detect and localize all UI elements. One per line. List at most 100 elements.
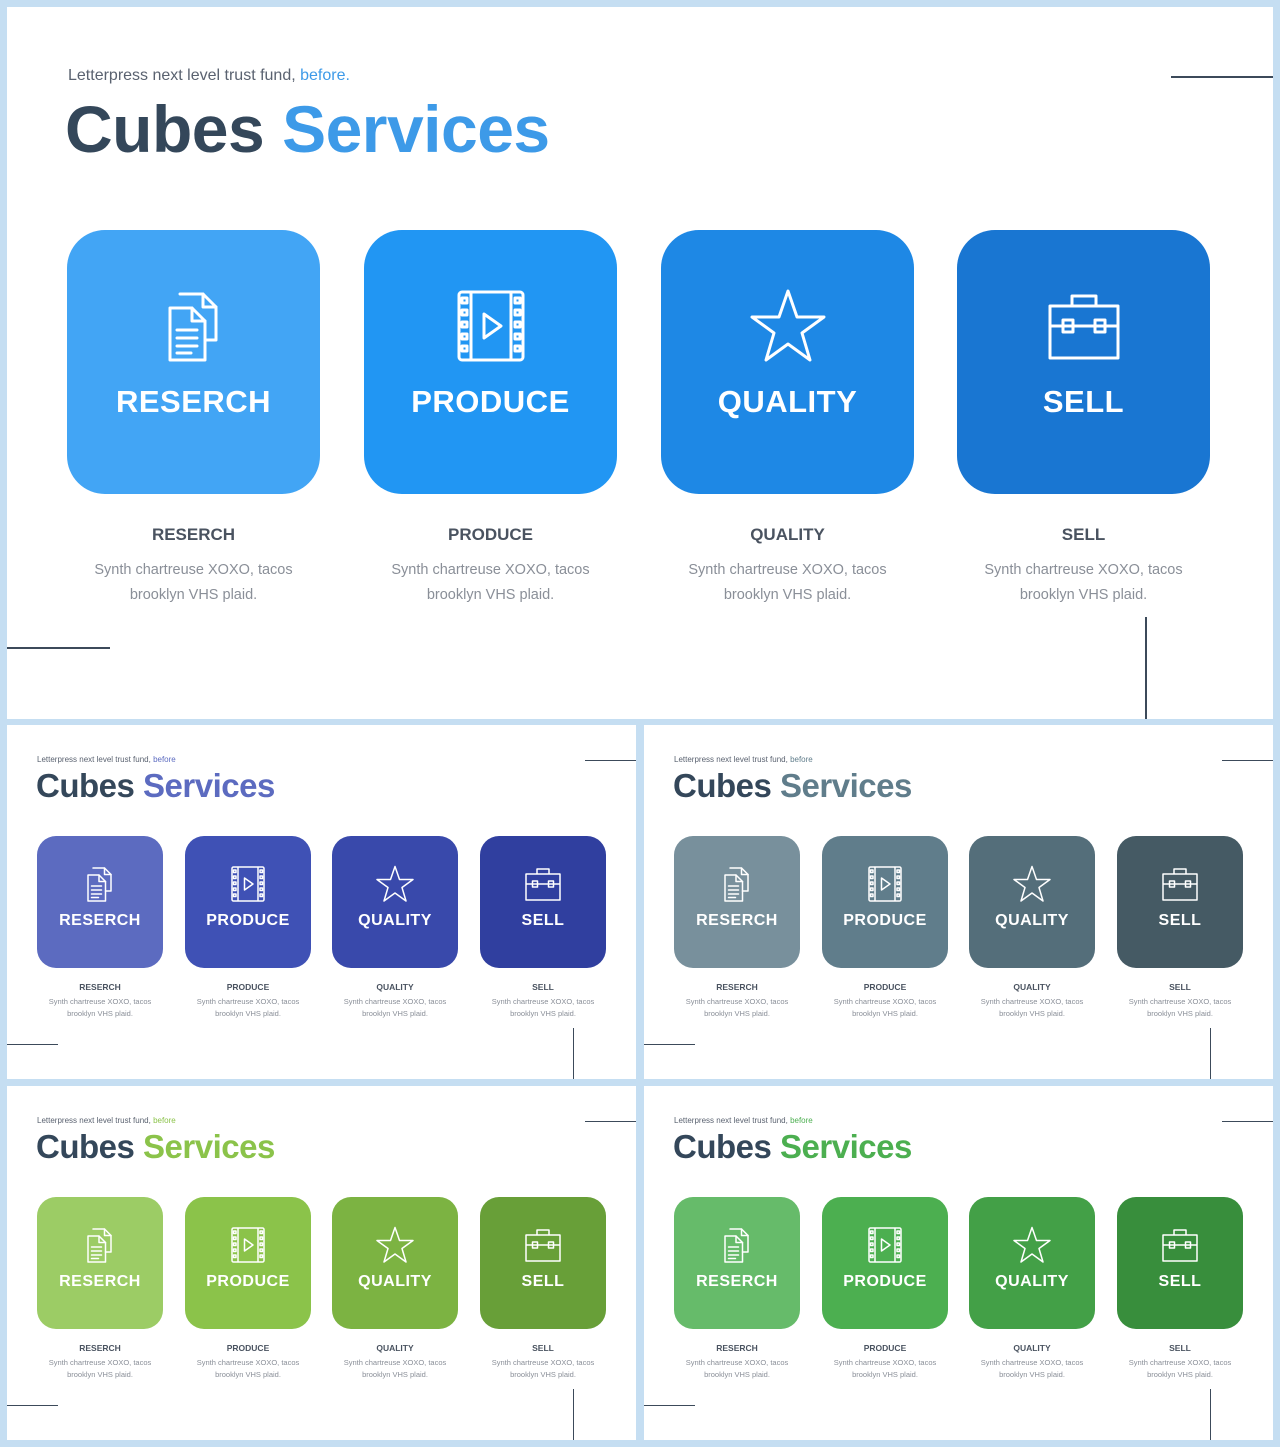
toolbox-icon	[1161, 1226, 1199, 1264]
service-cube-produce: PRODUCE	[822, 836, 948, 968]
caption-title: QUALITY	[376, 982, 414, 992]
toolbox-icon	[1161, 865, 1199, 903]
caption-line: brooklyn VHS plaid.	[1147, 1009, 1213, 1018]
caption-line: brooklyn VHS plaid.	[215, 1009, 281, 1018]
caption-line: Synth chartreuse XOXO, tacos	[196, 1358, 300, 1367]
caption-line: brooklyn VHS plaid.	[67, 1370, 133, 1379]
slide-title: Cubes Services	[673, 1128, 912, 1166]
caption-line: brooklyn VHS plaid.	[362, 1370, 428, 1379]
film-play-icon	[866, 1226, 904, 1264]
cube-label: RESERCH	[59, 912, 141, 929]
caption-line: brooklyn VHS plaid.	[723, 587, 852, 603]
service-caption: SELL Synth chartreuse XOXO, tacos brooklyn…	[480, 982, 606, 1020]
slide-title: Cubes Services	[65, 91, 550, 167]
cube-label: QUALITY	[717, 384, 858, 419]
decorative-line	[573, 1028, 574, 1079]
caption-description: Synth chartreuse XOXO, tacos brooklyn VHS…	[391, 558, 591, 608]
caption-title: RESERCH	[716, 1343, 758, 1353]
cube-label: SELL	[1158, 912, 1202, 929]
caption-line: Synth chartreuse XOXO, tacos	[491, 997, 595, 1006]
caption-line: brooklyn VHS plaid.	[67, 1009, 133, 1018]
service-cube-produce: PRODUCE	[822, 1197, 948, 1329]
caption-line: brooklyn VHS plaid.	[704, 1370, 770, 1379]
cube-label: PRODUCE	[843, 1273, 927, 1290]
service-caption: PRODUCE Synth chartreuse XOXO, tacos brook…	[185, 982, 311, 1020]
decorative-line	[1210, 1389, 1211, 1440]
subtitle-accent: before	[153, 1116, 176, 1125]
decorative-line	[7, 647, 110, 649]
star-icon	[1013, 1226, 1051, 1264]
cube-label: RESERCH	[115, 384, 272, 419]
star-icon	[1013, 865, 1051, 903]
caption-line: brooklyn VHS plaid.	[1019, 587, 1148, 603]
caption-line: Synth chartreuse XOXO, tacos	[391, 562, 590, 578]
title-part2: Services	[143, 767, 275, 804]
caption-title: QUALITY	[750, 525, 825, 544]
caption-line: Synth chartreuse XOXO, tacos	[196, 997, 300, 1006]
decorative-line	[1145, 617, 1147, 719]
caption-line: Synth chartreuse XOXO, tacos	[48, 997, 152, 1006]
caption-line: brooklyn VHS plaid.	[510, 1009, 576, 1018]
decorative-line	[1222, 760, 1273, 761]
decorative-line	[644, 1044, 695, 1045]
film-play-icon	[229, 1226, 267, 1264]
slide-subtitle: Letterpress next level trust fund, befor…	[68, 67, 350, 85]
caption-title: PRODUCE	[863, 982, 907, 992]
caption-title: PRODUCE	[226, 982, 270, 992]
subtitle-accent: before	[153, 755, 176, 764]
subtitle-text: Letterpress next level trust fund,	[674, 755, 791, 764]
caption-line: Synth chartreuse XOXO, tacos	[833, 1358, 937, 1367]
caption-title: SELL	[532, 982, 554, 992]
service-cube-quality: QUALITY	[332, 1197, 458, 1329]
caption-line: Synth chartreuse XOXO, tacos	[48, 1358, 152, 1367]
caption-line: Synth chartreuse XOXO, tacos	[685, 1358, 789, 1367]
slide-title: Cubes Services	[673, 767, 912, 805]
caption-title: SELL	[1169, 982, 1191, 992]
cube-label: PRODUCE	[411, 384, 570, 419]
caption-description: Synth chartreuse XOXO, tacos brooklyn VHS…	[48, 1357, 153, 1381]
star-icon	[750, 288, 826, 364]
caption-line: Synth chartreuse XOXO, tacos	[980, 997, 1084, 1006]
decorative-line	[1171, 76, 1273, 78]
service-cube-sell: SELL	[957, 230, 1210, 494]
documents-icon	[81, 865, 119, 903]
subtitle-accent: before.	[300, 67, 350, 84]
caption-description: Synth chartreuse XOXO, tacos brooklyn VHS…	[196, 996, 301, 1020]
toolbox-icon	[1046, 288, 1122, 364]
documents-icon	[718, 865, 756, 903]
cube-label: SELL	[521, 1273, 565, 1290]
cube-label: QUALITY	[995, 1273, 1069, 1290]
caption-line: Synth chartreuse XOXO, tacos	[833, 997, 937, 1006]
caption-title: PRODUCE	[226, 1343, 270, 1353]
service-cube-reserch: RESERCH	[674, 836, 800, 968]
documents-icon	[156, 288, 232, 364]
slide-subtitle: Letterpress next level trust fund, befor…	[37, 1116, 176, 1125]
cube-label: SELL	[1042, 384, 1125, 419]
service-cube-quality: QUALITY	[332, 836, 458, 968]
cube-label: QUALITY	[995, 912, 1069, 929]
slide-subtitle: Letterpress next level trust fund, befor…	[674, 755, 813, 764]
caption-line: Synth chartreuse XOXO, tacos	[980, 1358, 1084, 1367]
caption-line: Synth chartreuse XOXO, tacos	[685, 997, 789, 1006]
slide-main: Letterpress next level trust fund, befor…	[7, 7, 1273, 719]
caption-line: brooklyn VHS plaid.	[426, 587, 555, 603]
cube-label: PRODUCE	[843, 912, 927, 929]
service-caption: PRODUCE Synth chartreuse XOXO, tacos brook…	[364, 525, 617, 608]
service-cube-produce: PRODUCE	[364, 230, 617, 494]
caption-title: PRODUCE	[447, 525, 533, 544]
star-icon	[376, 1226, 414, 1264]
